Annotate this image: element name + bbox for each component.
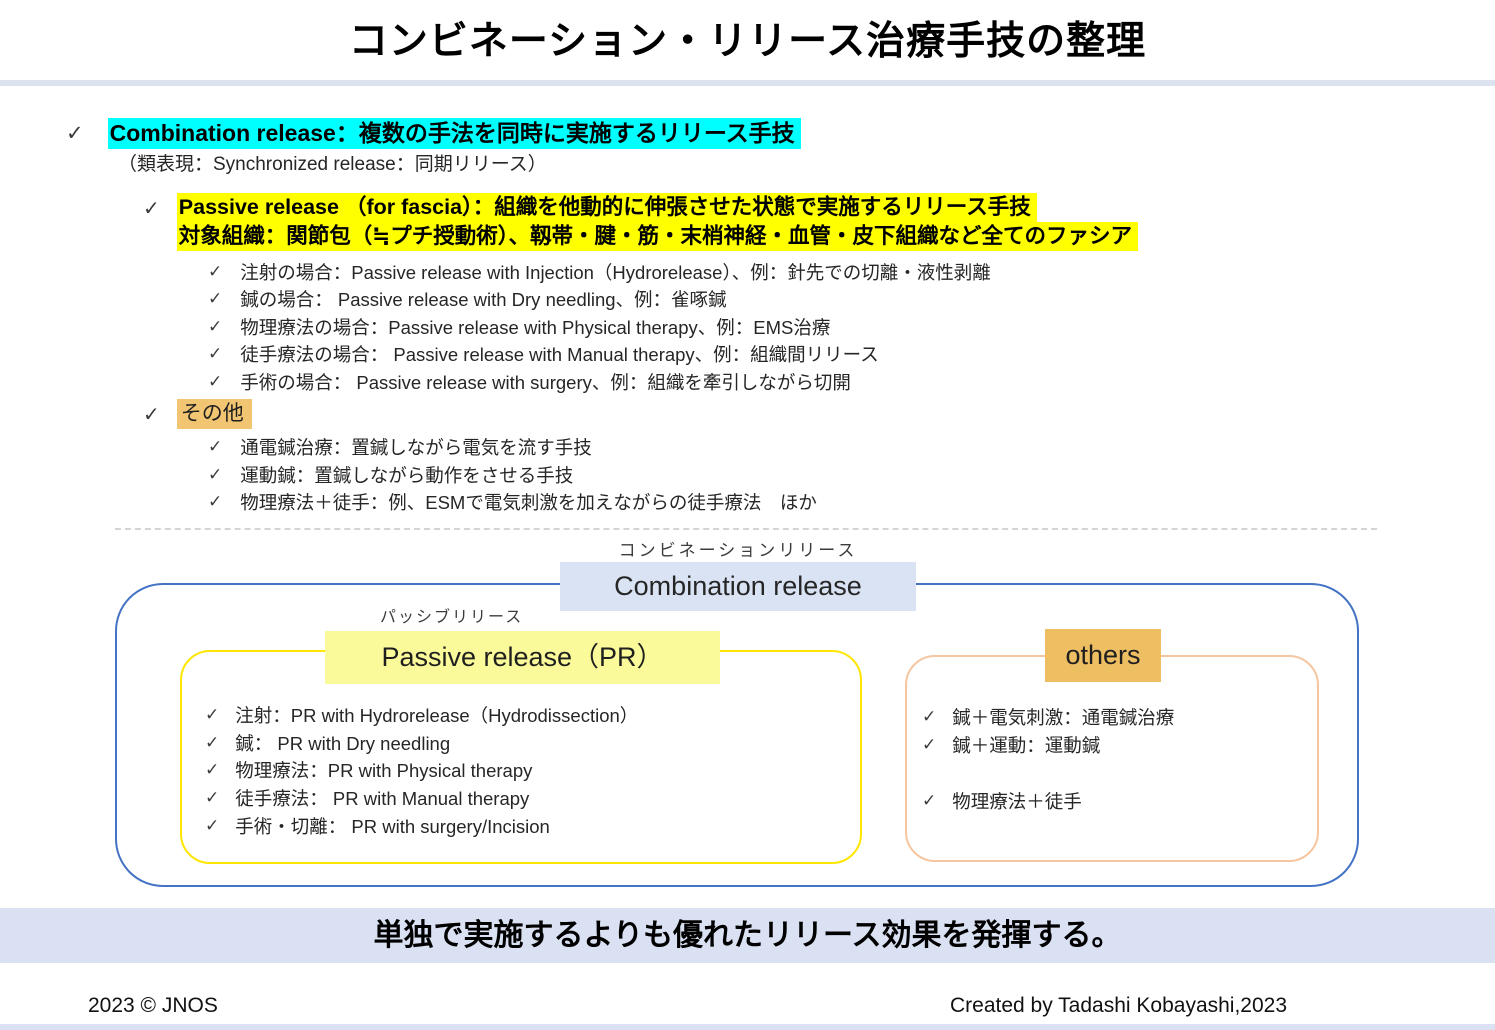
- list-item-label: 鍼＋電気刺激：通電鍼治療: [952, 706, 1175, 728]
- check-icon: ✓: [66, 122, 84, 145]
- check-icon: ✓: [205, 760, 220, 780]
- combination-release-title-box: Combination release: [560, 562, 916, 611]
- others-title-box: others: [1045, 629, 1161, 682]
- outline-section: ✓ Combination release：複数の手法を同時に実施するリリース手…: [0, 112, 1495, 516]
- check-icon: ✓: [208, 316, 223, 336]
- list-item: ✓ 注射：PR with Hydrorelease（Hydrodissectio…: [205, 701, 638, 729]
- credit-text: Created by Tadashi Kobayashi,2023: [950, 994, 1288, 1017]
- list-item: ✓ 鍼＋運動：運動鍼: [922, 731, 1174, 759]
- bottom-strip: [0, 1024, 1495, 1030]
- list-item-label: 手術・切離： PR with surgery/Incision: [235, 816, 550, 838]
- passive-release-title-box: Passive release（PR）: [325, 631, 720, 684]
- list-item-label: 物理療法の場合：Passive release with Physical th…: [240, 316, 831, 338]
- list-item: ✓ 手術の場合： Passive release with surgery、例：…: [208, 368, 1495, 396]
- check-icon: ✓: [208, 344, 223, 364]
- list-item-label: 注射：PR with Hydrorelease（Hydrodissection）: [235, 704, 639, 726]
- check-icon: ✓: [208, 464, 223, 484]
- check-icon: ✓: [922, 706, 937, 726]
- check-icon: ✓: [205, 732, 220, 752]
- list-item: ✓ 注射の場合：Passive release with Injection（H…: [208, 258, 1495, 286]
- list-item: ✓ 通電鍼治療：置鍼しながら電気を流す手技: [208, 434, 1495, 462]
- passive-release-heading: Passive release （for fascia）：組織を他動的に伸張させ…: [176, 193, 1139, 251]
- list-item: ✓ 徒手療法の場合： Passive release with Manual t…: [208, 341, 1495, 369]
- list-item: ✓ 鍼＋電気刺激：通電鍼治療: [922, 703, 1174, 731]
- list-item: ✓ 物理療法：PR with Physical therapy: [205, 757, 638, 785]
- check-icon: ✓: [205, 704, 220, 724]
- check-icon: ✓: [208, 371, 223, 391]
- combination-release-subnote: （類表現：Synchronized release：同期リリース）: [118, 154, 547, 175]
- check-icon: ✓: [922, 791, 937, 811]
- list-item-label: 物理療法＋徒手：例、ESMで電気刺激を加えながらの徒手療法 ほか: [240, 492, 817, 514]
- list-item-passive-release: ✓ Passive release （for fascia）：組織を他動的に伸張…: [143, 193, 1495, 251]
- conclusion-banner: 単独で実施するよりも優れたリリース効果を発揮する。: [0, 908, 1495, 963]
- list-item: ✓ 物理療法＋徒手：例、ESMで電気刺激を加えながらの徒手療法 ほか: [208, 489, 1495, 517]
- list-item: ✓ 運動鍼：置鍼しながら動作をさせる手技: [208, 461, 1495, 489]
- list-item-label: 通電鍼治療：置鍼しながら電気を流す手技: [240, 437, 592, 459]
- list-item-label: 注射の場合：Passive release with Injection（Hyd…: [240, 261, 991, 283]
- list-item: ✓ 鍼の場合： Passive release with Dry needlin…: [208, 286, 1495, 314]
- list-item-label: 物理療法：PR with Physical therapy: [235, 760, 533, 782]
- list-item-label: 手術の場合： Passive release with surgery、例：組織…: [240, 371, 851, 393]
- copyright-text: 2023 © JNOS: [88, 994, 218, 1017]
- check-icon: ✓: [205, 788, 220, 808]
- list-item: ✓ 物理療法＋徒手: [922, 788, 1174, 816]
- list-item-combination-release: ✓ Combination release：複数の手法を同時に実施するリリース手…: [66, 118, 1495, 149]
- section-divider: [115, 528, 1377, 530]
- passive-release-heading-line2: 対象組織：関節包（≒プチ授動術）、靱帯・腱・筋・末梢神経・血管・皮下組織など全て…: [176, 222, 1139, 251]
- list-item-label: 鍼＋運動：運動鍼: [952, 734, 1101, 756]
- list-item: ✓ 手術・切離： PR with surgery/Incision: [205, 812, 638, 840]
- list-item-label: 鍼の場合： Passive release with Dry needling、…: [240, 289, 727, 311]
- list-item-label: 物理療法＋徒手: [952, 791, 1082, 813]
- list-item-label: 運動鍼：置鍼しながら動作をさせる手技: [240, 464, 574, 486]
- check-icon: ✓: [922, 734, 937, 754]
- list-item-others: ✓ その他: [143, 398, 1495, 429]
- check-icon: ✓: [208, 261, 223, 281]
- check-icon: ✓: [143, 198, 160, 220]
- list-item: ✓ 徒手療法： PR with Manual therapy: [205, 784, 638, 812]
- list-item: ✓ 鍼： PR with Dry needling: [205, 729, 638, 757]
- check-icon: ✓: [208, 492, 223, 512]
- check-icon: ✓: [143, 403, 160, 426]
- list-item: ✓ 物理療法の場合：Passive release with Physical …: [208, 313, 1495, 341]
- list-item-label: 鍼： PR with Dry needling: [235, 732, 451, 754]
- others-item-list: ✓ 鍼＋電気刺激：通電鍼治療 ✓ 鍼＋運動：運動鍼 ✓ 物理療法＋徒手: [922, 703, 1174, 815]
- others-heading: その他: [176, 398, 252, 429]
- list-item-label: 徒手療法： PR with Manual therapy: [235, 788, 530, 810]
- passive-release-heading-line1: Passive release （for fascia）：組織を他動的に伸張させ…: [176, 193, 1037, 222]
- check-icon: ✓: [208, 437, 223, 457]
- check-icon: ✓: [208, 289, 223, 309]
- passive-release-item-list: ✓ 注射：PR with Hydrorelease（Hydrodissectio…: [205, 701, 638, 840]
- page-title: コンビネーション・リリース治療手技の整理: [348, 20, 1147, 63]
- title-divider: [0, 80, 1495, 86]
- combination-release-ja-label: コンビネーションリリース: [618, 541, 858, 560]
- check-icon: ✓: [205, 816, 220, 836]
- combination-release-heading: Combination release：複数の手法を同時に実施するリリース手技: [107, 118, 801, 149]
- list-item-label: 徒手療法の場合： Passive release with Manual the…: [240, 344, 879, 366]
- passive-release-ja-label: パッシブリリース: [380, 609, 524, 626]
